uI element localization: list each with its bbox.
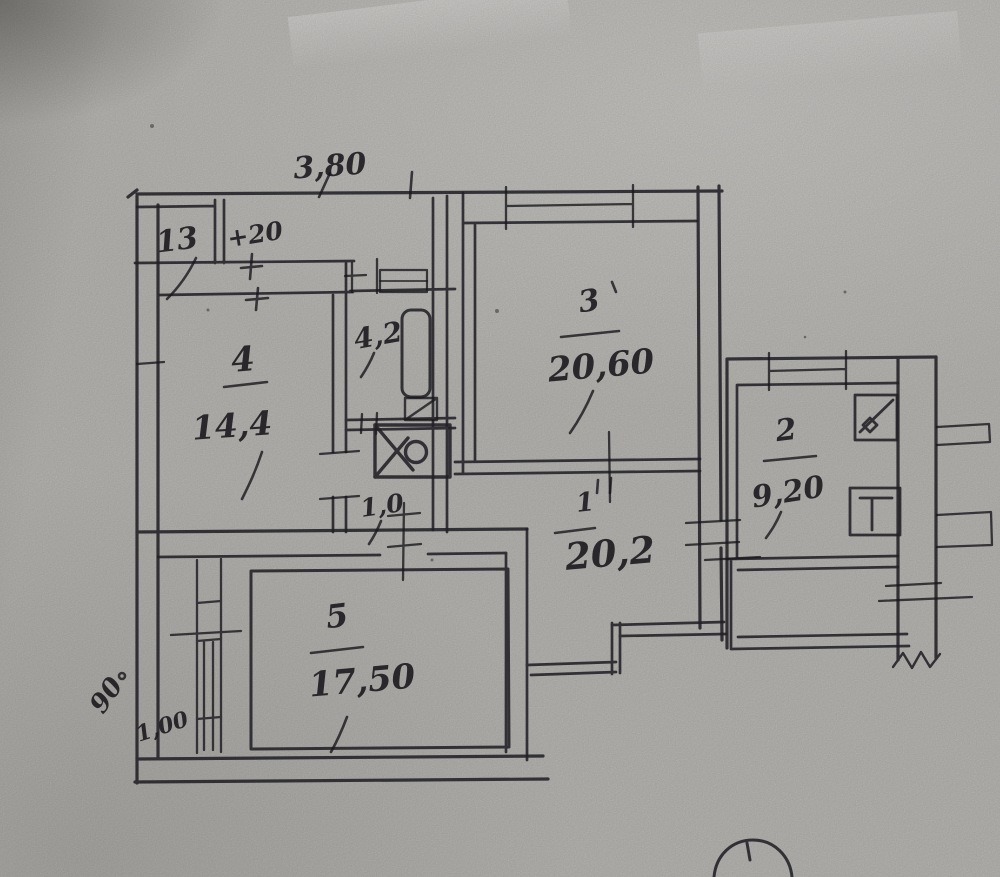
paper-grain-overlay (0, 0, 1000, 877)
floor-plan-drawing: 3,80 13 +20 4 14,4 4,2 1,0 3 20,60 1 20,… (0, 0, 1000, 877)
photographed-floor-plan: 3,80 13 +20 4 14,4 4,2 1,0 3 20,60 1 20,… (0, 0, 1000, 877)
